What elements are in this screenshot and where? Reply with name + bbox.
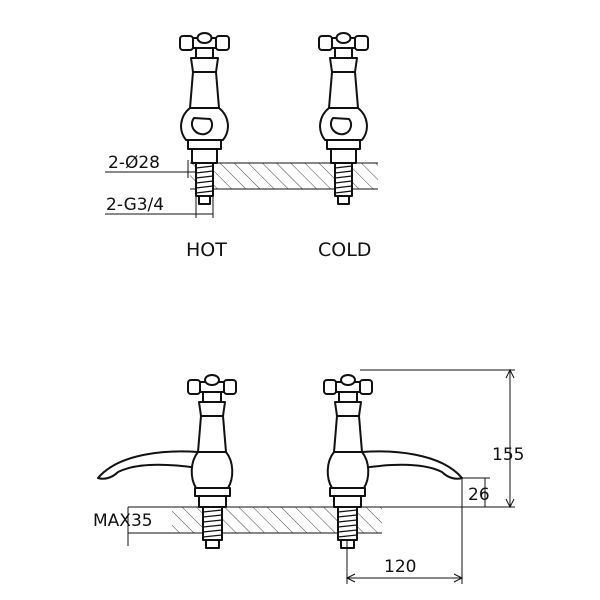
max-deck-label: MAX35 (93, 511, 153, 531)
front-dimension-leaders (105, 160, 214, 218)
cold-label: COLD (318, 239, 371, 261)
side-view: 155 26 MAX35 120 (93, 368, 524, 584)
hot-label: HOT (186, 239, 227, 261)
side-dimension-lines (127, 368, 515, 584)
hot-tap-side (97, 374, 237, 549)
height-total-label: 155 (492, 445, 524, 465)
spout-height-label: 26 (468, 485, 490, 505)
thread-label: 2-G3/4 (106, 195, 164, 215)
projection-label: 120 (384, 557, 416, 577)
cold-tap-side (323, 374, 463, 549)
cold-tap-front (318, 32, 369, 205)
front-view: 2-Ø28 2-G3/4 HOT COLD (105, 32, 378, 261)
diameter-label: 2-Ø28 (108, 153, 160, 173)
hot-tap-front (179, 32, 230, 205)
